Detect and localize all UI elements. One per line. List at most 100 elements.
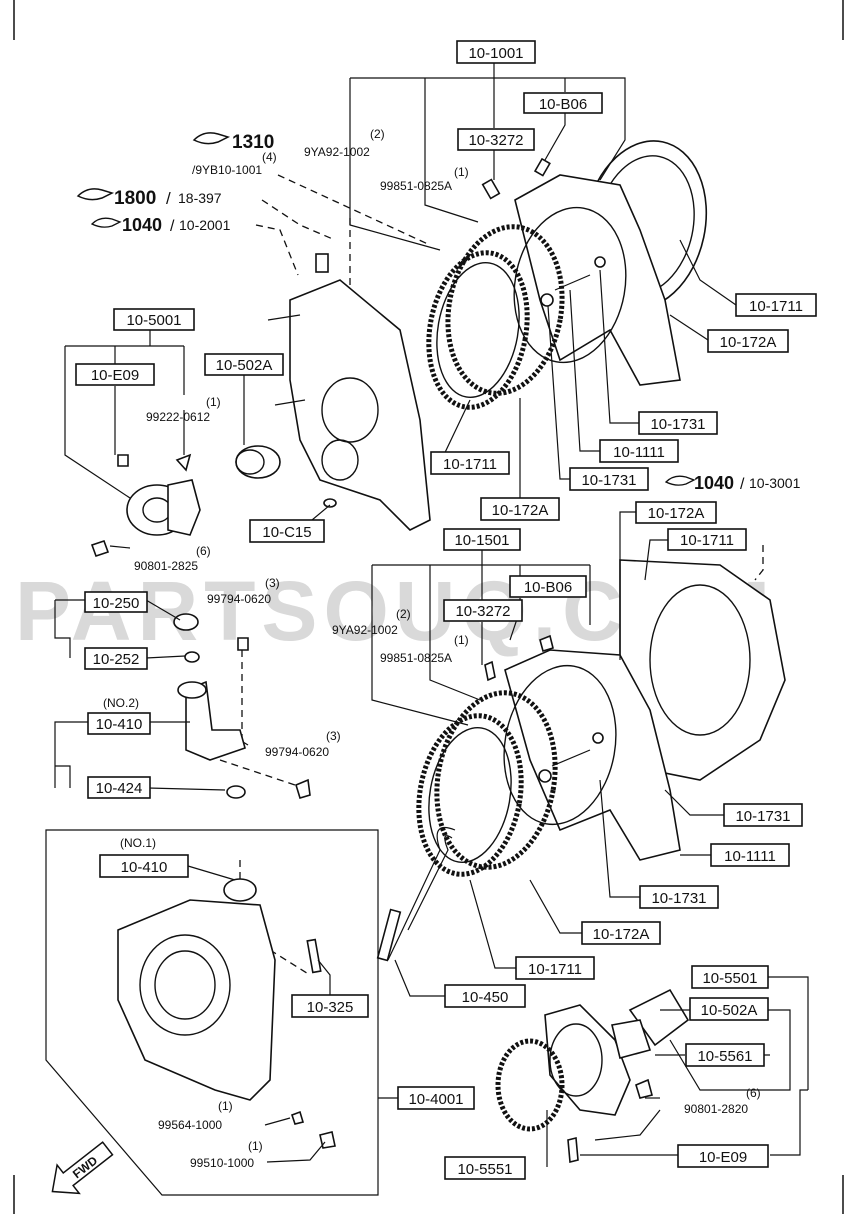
ref-1310[interactable]: 1310 /9YB10-1001 xyxy=(192,132,274,177)
part-box[interactable]: 10-5561 xyxy=(685,1043,765,1067)
ref-1800[interactable]: 1800 / 18-397 xyxy=(76,188,222,209)
qty-label: (1) xyxy=(218,1099,233,1113)
svg-text:10-172A: 10-172A xyxy=(648,505,705,522)
part-box[interactable]: 10-502A xyxy=(204,353,284,376)
crop-marks xyxy=(13,0,844,1214)
part-box[interactable]: 10-172A xyxy=(480,497,560,521)
svg-text:10-1711: 10-1711 xyxy=(443,456,497,473)
part-box[interactable]: 10-1731 xyxy=(569,467,649,491)
part-box[interactable]: 10-172A xyxy=(635,501,717,524)
part-box[interactable]: 10-1711 xyxy=(667,528,747,551)
part-number-boxes: 10-1001 10-B06 10-3272 10-5001 10-E09 10… xyxy=(75,40,817,1180)
part-box[interactable]: 10-252 xyxy=(84,647,148,670)
svg-text:10-1731: 10-1731 xyxy=(650,416,705,433)
front-housing-box xyxy=(45,829,379,1196)
hand-pointer-icon xyxy=(76,188,115,201)
part-box[interactable]: 10-1001 xyxy=(456,40,536,64)
svg-text:10-250: 10-250 xyxy=(93,595,140,612)
svg-text:10-172A: 10-172A xyxy=(720,334,777,351)
leader-lines xyxy=(54,62,809,1167)
qty-label: (6) xyxy=(746,1086,761,1100)
ref-target: 18-397 xyxy=(178,190,222,206)
svg-text:10-E09: 10-E09 xyxy=(91,367,139,384)
svg-text:10-502A: 10-502A xyxy=(216,357,273,374)
part-box[interactable]: 10-1111 xyxy=(599,439,679,463)
part-box[interactable]: 10-502A xyxy=(689,997,769,1021)
part-code: 90801-2820 xyxy=(684,1102,748,1116)
svg-text:10-5551: 10-5551 xyxy=(457,1161,512,1178)
svg-text:10-C15: 10-C15 xyxy=(262,524,311,541)
part-code: 99851-0825A xyxy=(380,179,452,193)
svg-text:10-502A: 10-502A xyxy=(701,1002,758,1019)
part-code: 99794-0620 xyxy=(207,592,271,606)
part-box[interactable]: 10-1711 xyxy=(430,451,510,475)
svg-text:10-450: 10-450 xyxy=(462,989,509,1006)
svg-text:10-172A: 10-172A xyxy=(492,502,549,519)
part-box[interactable]: 10-5551 xyxy=(444,1156,526,1180)
part-box[interactable]: 10-172A xyxy=(707,329,789,353)
ref-target: /9YB10-1001 xyxy=(192,163,262,177)
ref-1040-right[interactable]: 1040 / 10-3001 xyxy=(664,473,801,493)
part-box[interactable]: 10-5501 xyxy=(691,965,769,989)
part-box[interactable]: 10-424 xyxy=(87,776,151,799)
svg-text:10-3272: 10-3272 xyxy=(455,603,510,620)
part-box[interactable]: 10-E09 xyxy=(75,363,155,386)
svg-text:10-5001: 10-5001 xyxy=(126,312,181,329)
svg-text:10-1711: 10-1711 xyxy=(680,532,734,549)
ref-number: 1040 xyxy=(122,215,162,235)
part-box[interactable]: 10-1111 xyxy=(710,843,790,867)
part-box[interactable]: 10-325 xyxy=(291,994,369,1018)
part-box[interactable]: 10-410 xyxy=(87,712,151,735)
part-box[interactable]: 10-5001 xyxy=(113,308,195,331)
part-box[interactable]: 10-172A xyxy=(581,921,661,945)
part-code: 99794-0620 xyxy=(265,745,329,759)
part-box[interactable]: 10-3272 xyxy=(443,599,523,622)
part-code: 9YA92-1002 xyxy=(332,623,398,637)
part-box[interactable]: 10-410 xyxy=(99,854,189,878)
front-cover-assembly xyxy=(90,253,431,558)
part-box[interactable]: 10-250 xyxy=(84,591,148,613)
hand-pointer-icon xyxy=(90,217,122,228)
ref-number: 1310 xyxy=(232,132,274,153)
stationary-gear-assembly xyxy=(495,988,690,1164)
svg-text:10-B06: 10-B06 xyxy=(524,579,572,596)
part-box[interactable]: 10-1711 xyxy=(735,293,817,317)
ref-1040-top[interactable]: 1040 / 10-2001 xyxy=(90,215,231,235)
part-box[interactable]: 10-1711 xyxy=(515,956,595,980)
svg-text:10-4001: 10-4001 xyxy=(408,1091,463,1108)
part-box[interactable]: 10-1731 xyxy=(638,411,718,435)
rotor-housing-rear xyxy=(426,140,708,410)
qty-label: (2) xyxy=(396,607,411,621)
part-box[interactable]: 10-1501 xyxy=(443,528,521,551)
part-code: 99851-0825A xyxy=(380,651,452,665)
part-box[interactable]: 10-C15 xyxy=(249,519,325,543)
small-part-labels: (2) 9YA92-1002 (4) (1) 99851-0825A (1) 9… xyxy=(103,127,761,1170)
svg-text:10-E09: 10-E09 xyxy=(699,1149,747,1166)
assembly-tag: (NO.2) xyxy=(103,696,139,710)
oil-gauge-tube xyxy=(376,826,456,962)
part-box[interactable]: 10-E09 xyxy=(677,1144,769,1168)
svg-text:10-1001: 10-1001 xyxy=(468,45,523,62)
svg-text:10-410: 10-410 xyxy=(121,859,168,876)
svg-text:10-325: 10-325 xyxy=(307,999,354,1016)
part-box[interactable]: 10-450 xyxy=(444,984,526,1008)
part-box[interactable]: 10-1731 xyxy=(723,803,803,827)
oil-filler-no2 xyxy=(173,613,311,799)
part-code: 9YA92-1002 xyxy=(304,145,370,159)
part-box[interactable]: 10-4001 xyxy=(397,1086,475,1110)
part-box[interactable]: 10-B06 xyxy=(509,575,587,598)
svg-text:10-1711: 10-1711 xyxy=(528,961,582,978)
part-box[interactable]: 10-3272 xyxy=(457,128,535,151)
svg-text:10-B06: 10-B06 xyxy=(539,96,587,113)
part-box[interactable]: 10-1731 xyxy=(639,885,719,909)
ref-target: 10-2001 xyxy=(179,217,231,233)
svg-text:10-252: 10-252 xyxy=(93,651,140,668)
part-box[interactable]: 10-B06 xyxy=(523,92,603,114)
ref-number: 1040 xyxy=(694,473,734,493)
assembly-tag: (NO.1) xyxy=(120,836,156,850)
qty-label: (6) xyxy=(196,544,211,558)
svg-text:10-3272: 10-3272 xyxy=(468,132,523,149)
qty-label: (1) xyxy=(248,1139,263,1153)
svg-text:10-1731: 10-1731 xyxy=(735,808,790,825)
